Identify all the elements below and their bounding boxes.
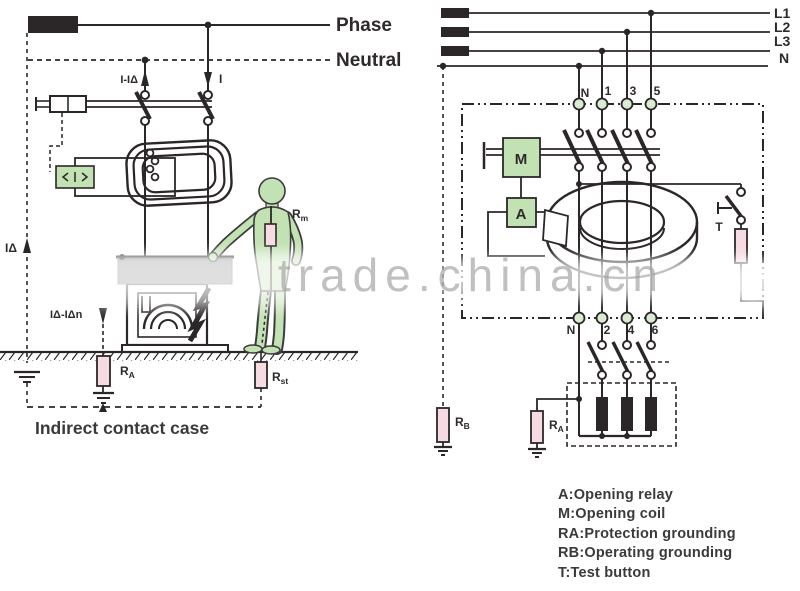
ra-protection-ground: RA xyxy=(528,396,582,458)
legend-item-rb: RB:Operating grounding xyxy=(558,545,733,562)
watermark-smudge xyxy=(440,258,770,300)
ra-resistor xyxy=(96,355,111,387)
ra-resistor-right xyxy=(530,410,544,444)
top-terminal-5: 5 xyxy=(654,84,661,98)
top-terminal-1: 1 xyxy=(605,84,612,98)
leakage-label: IΔ xyxy=(5,241,17,255)
legend-item-m: M:Opening coil xyxy=(558,506,666,523)
rb-resistor xyxy=(436,407,450,443)
watermark-text: trade.china.cn xyxy=(278,249,665,301)
current-return-label: I-IΔ xyxy=(120,74,138,86)
l1-label: L1 xyxy=(774,5,791,21)
toroid-winding xyxy=(145,148,160,182)
toroid-core xyxy=(125,139,233,207)
bottom-terminal-2: 2 xyxy=(604,323,611,337)
leakage-up-arrow xyxy=(23,238,31,253)
leakage-return-path: IΔ xyxy=(5,33,261,408)
bottom-terminal-n: N xyxy=(567,323,576,337)
fault-down-arrow xyxy=(99,308,107,324)
leakage-eq-label: IΔ-IΔn xyxy=(50,309,83,321)
main-contacts xyxy=(562,110,656,172)
legend: A:Opening relay M:Opening coil RA:Protec… xyxy=(558,486,736,583)
sensing-relay-box xyxy=(55,165,95,189)
ra-label: RA xyxy=(120,364,135,380)
bottom-terminal-6: 6 xyxy=(652,323,659,337)
ra-right-label: RA xyxy=(549,418,564,434)
supply-source-fuse xyxy=(28,16,78,33)
right-diagram-rcd-schematic: L1 L2 L3 N N 1 3 5 xyxy=(434,5,791,458)
current-in-label: I xyxy=(219,72,222,86)
opening-coil-label: M xyxy=(515,151,528,168)
watermark-smudge xyxy=(735,262,777,310)
neutral-label: Neutral xyxy=(336,50,401,71)
left-diagram-indirect-contact: Phase Neutral I I-IΔ xyxy=(0,15,401,438)
watermark-smudge xyxy=(58,252,380,296)
rst-label: Rst xyxy=(272,370,288,386)
load-resistors xyxy=(579,397,657,439)
rm-label: Rm xyxy=(292,207,309,223)
phase-label: Phase xyxy=(336,15,392,36)
current-down-arrow xyxy=(204,72,212,87)
top-terminal-n: N xyxy=(581,86,590,100)
breaker-mechanism xyxy=(35,95,212,172)
opening-relay-label: A xyxy=(516,206,527,223)
supply-fuses xyxy=(441,8,469,56)
body-resistance-symbol xyxy=(264,223,277,247)
load-box xyxy=(566,382,677,447)
load-switch xyxy=(578,323,672,436)
rst-branch: Rst xyxy=(254,352,288,407)
legend-item-ra: RA:Protection grounding xyxy=(558,525,736,542)
bus-taps xyxy=(439,9,655,104)
watermark-smudge xyxy=(95,290,325,310)
test-button-label: T xyxy=(715,220,723,234)
bottom-terminal-4: 4 xyxy=(628,323,635,337)
rst-resistor xyxy=(254,361,268,389)
top-terminal-3: 3 xyxy=(630,84,637,98)
breaker-contacts xyxy=(134,90,215,126)
current-up-arrow xyxy=(141,70,149,86)
n-label: N xyxy=(779,50,789,66)
rb-operating-ground: RB xyxy=(434,66,470,456)
left-caption: Indirect contact case xyxy=(35,418,209,438)
person-head xyxy=(258,177,286,205)
top-terminal-circles xyxy=(572,97,658,111)
toroid-secondary-sector xyxy=(542,208,569,248)
rcd-enclosure xyxy=(461,103,764,319)
l2-label: L2 xyxy=(774,19,791,35)
ra-branch: IΔ-IΔn RA xyxy=(50,308,135,412)
earth-hatching xyxy=(0,352,358,361)
legend-item-a: A:Opening relay xyxy=(558,487,673,503)
l3-label: L3 xyxy=(774,33,791,49)
legend-item-t: T:Test button xyxy=(558,564,651,581)
rb-label: RB xyxy=(455,415,470,431)
